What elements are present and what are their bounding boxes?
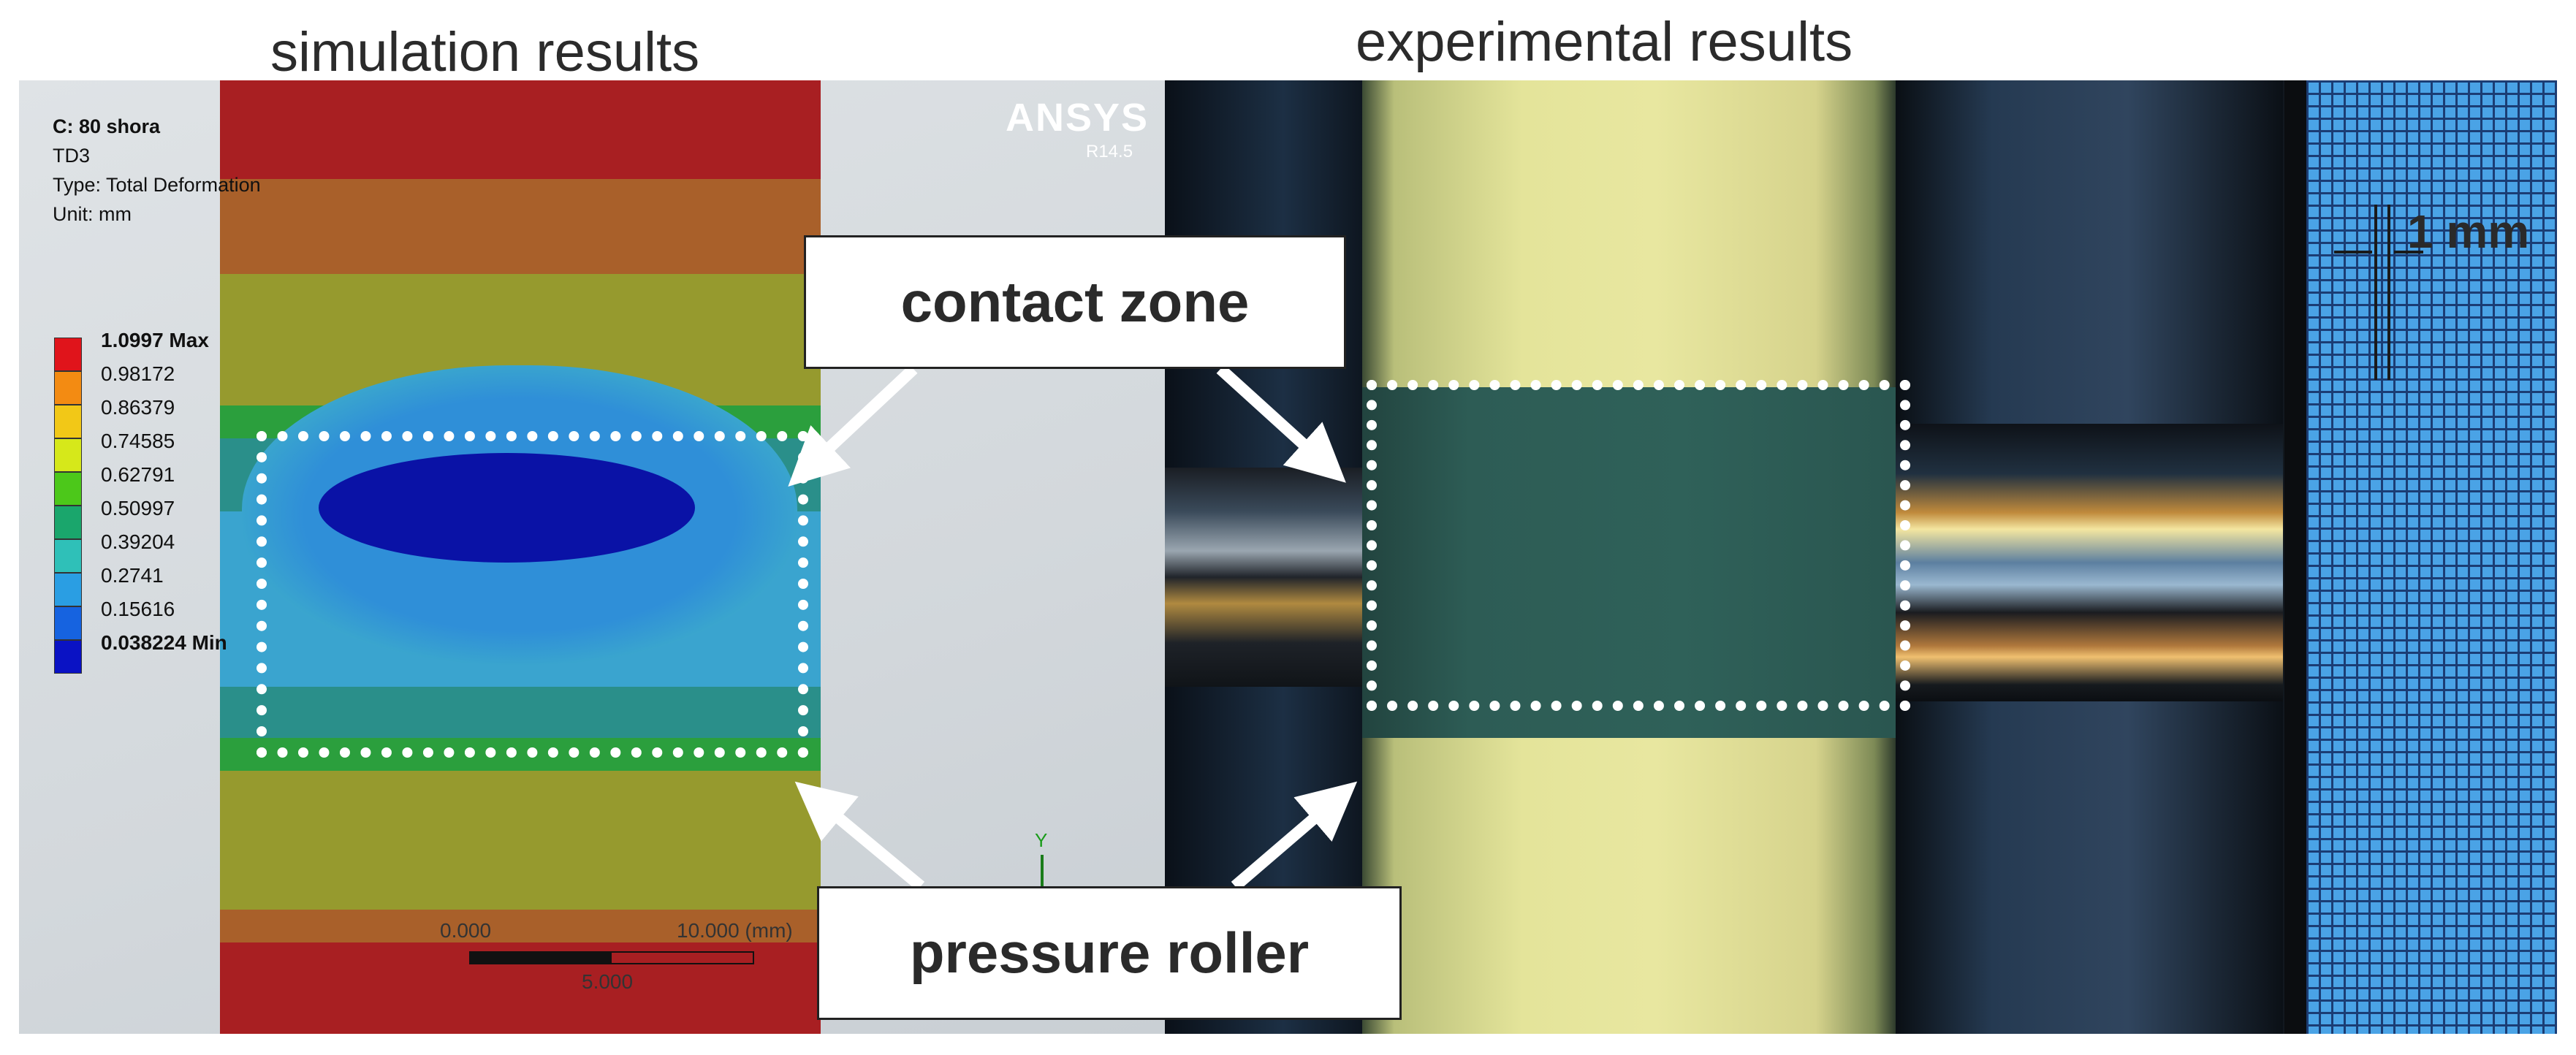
legend-label: 0.2741 <box>101 564 164 587</box>
legend-swatch <box>54 606 82 640</box>
legend-label: 0.86379 <box>101 396 175 419</box>
millimeter-grid <box>2306 80 2557 1034</box>
contact-zone-callout: contact zone <box>804 235 1346 369</box>
experimental-photo: 1 mm <box>1165 80 2557 1034</box>
info-case: C: 80 shora <box>53 115 161 137</box>
simulation-contact-outline <box>257 431 808 758</box>
ansys-logo: ANSYS <box>1006 96 1150 140</box>
scale-label-mid: 5.000 <box>582 970 634 993</box>
scale-bar-segment <box>471 953 612 963</box>
legend-colorbar <box>54 338 82 674</box>
scale-label-mm: 1 mm <box>2407 205 2530 258</box>
legend-label: 0.39204 <box>101 530 175 553</box>
legend-swatch <box>54 539 82 573</box>
legend-swatch <box>54 640 82 674</box>
band-max <box>220 80 821 179</box>
simulated-roller <box>220 80 821 1034</box>
legend-swatch <box>54 371 82 405</box>
legend-label: 0.98172 <box>101 362 175 385</box>
legend-label: 0.74585 <box>101 430 175 452</box>
band-orange <box>220 179 821 274</box>
legend-label: 1.0997 Max <box>101 329 209 351</box>
scale-label-start: 0.000 <box>440 919 492 942</box>
legend-label: 0.50997 <box>101 497 175 519</box>
scale-bar <box>469 951 754 964</box>
photo-right-shaft <box>1896 424 2283 701</box>
axis-y-label: Y <box>1035 829 1048 851</box>
legend-swatch <box>54 338 82 371</box>
legend-swatch <box>54 438 82 472</box>
legend-swatch <box>54 405 82 438</box>
experimental-heading: experimental results <box>1356 11 1853 73</box>
legend-label: 0.038224 Min <box>101 631 227 654</box>
deformation-core <box>319 453 695 563</box>
band-teal-bottom <box>220 687 821 738</box>
scale-marker-left <box>2374 205 2377 380</box>
scale-marker-right <box>2387 205 2390 380</box>
legend-swatch <box>54 506 82 539</box>
legend-label: 0.15616 <box>101 598 175 620</box>
scale-arrow-left <box>2334 251 2372 254</box>
ansys-version: R14.5 <box>1086 142 1133 161</box>
legend-label: 0.62791 <box>101 463 175 486</box>
photo-divider <box>2284 80 2306 1034</box>
legend-swatch <box>54 573 82 606</box>
photo-contact-imprint <box>1362 387 1896 738</box>
photo-left-shaft <box>1165 468 1362 687</box>
pressure-roller-callout: pressure roller <box>817 886 1402 1020</box>
info-result-id: TD3 <box>53 145 91 167</box>
band-orange-bottom <box>220 910 821 942</box>
band-yellow-bottom <box>220 771 821 910</box>
simulation-heading: simulation results <box>270 21 700 83</box>
axis-y-triad <box>1041 855 1044 899</box>
experimental-contact-outline <box>1367 380 1910 711</box>
info-unit: Unit: mm <box>53 203 132 225</box>
scale-label-end: 10.000 (mm) <box>677 919 793 942</box>
legend-swatch <box>54 472 82 506</box>
info-type: Type: Total Deformation <box>53 174 261 196</box>
scale-arrow-right <box>2394 251 2423 254</box>
